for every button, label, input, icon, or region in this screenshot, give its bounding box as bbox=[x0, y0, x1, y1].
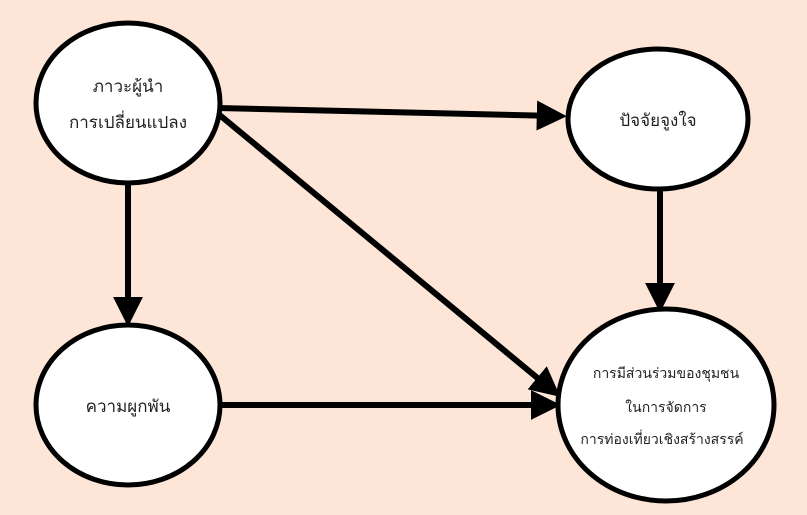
node-participation: การมีส่วนร่วมของชุมชน ในการจัดการ การท่อ… bbox=[555, 306, 777, 504]
edge-leadership-to-participation bbox=[214, 109, 561, 397]
node-motivation: ปัจจัยจูงใจ bbox=[565, 46, 751, 192]
node-label-line: ในการจัดการ bbox=[625, 399, 707, 416]
node-label-line: การเปลี่ยนแปลง bbox=[69, 110, 187, 133]
node-label-line: ปัจจัยจูงใจ bbox=[619, 110, 696, 131]
node-label-line: การมีส่วนร่วมของชุมชน bbox=[593, 366, 740, 382]
node-leadership: ภาวะผู้นำ การเปลี่ยนแปลง bbox=[33, 20, 223, 186]
node-label-line: ภาวะผู้นำ bbox=[93, 77, 164, 97]
node-label-line: การท่องเที่ยวเชิงสร้างสรรค์ bbox=[580, 430, 743, 448]
node-engagement: ความผูกพัน bbox=[33, 322, 223, 488]
node-label-line: ความผูกพัน bbox=[86, 397, 171, 417]
edge-leadership-to-motivation bbox=[217, 100, 567, 131]
